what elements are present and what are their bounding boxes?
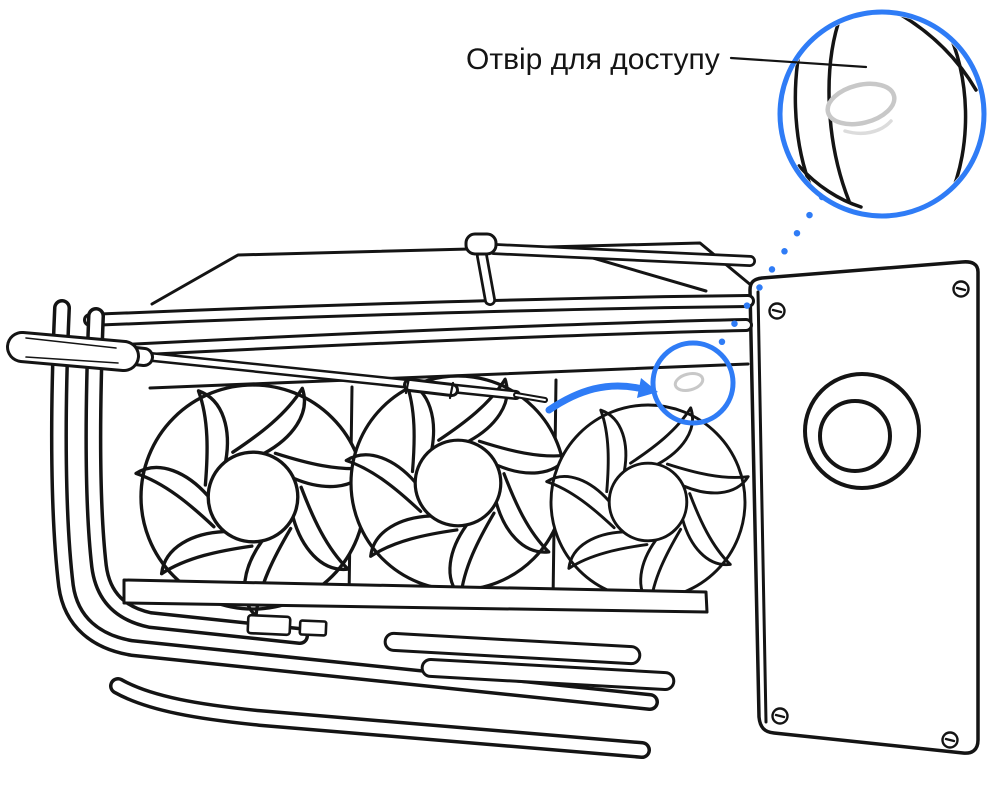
base-slot — [420, 657, 676, 692]
arrow-shaft — [545, 382, 642, 414]
callout-label: Отвір для доступу — [466, 43, 720, 76]
screwdriver — [6, 331, 548, 403]
frame-tubes — [49, 232, 756, 759]
magnifier-callout — [777, 9, 987, 219]
base-slot — [383, 631, 642, 666]
dotted-leader-line — [713, 193, 826, 353]
screwdriver-tip — [513, 392, 548, 403]
screwdriver-handle — [6, 331, 154, 372]
side-panel — [748, 260, 980, 755]
panel-screw — [771, 707, 789, 725]
access-hole-highlight-circle — [650, 340, 736, 426]
callout: Отвір для доступу — [466, 43, 868, 76]
magnified-access-hole — [825, 81, 897, 127]
io-port — [298, 619, 328, 637]
panel-screw — [768, 302, 786, 320]
panel-screw — [941, 731, 959, 749]
top-handle — [464, 232, 498, 256]
screwdriver-shaft — [137, 351, 521, 400]
callout-line — [729, 56, 868, 69]
port-hole-inner — [818, 399, 892, 473]
panel-screw — [952, 280, 970, 298]
base-shelf — [122, 578, 709, 692]
mac-pro-device — [49, 232, 980, 759]
arrow-head — [637, 378, 658, 398]
access-hole — [673, 372, 705, 392]
insertion-arrow — [545, 378, 658, 414]
io-port — [246, 613, 292, 637]
magnified-hole-shadow — [843, 119, 893, 135]
